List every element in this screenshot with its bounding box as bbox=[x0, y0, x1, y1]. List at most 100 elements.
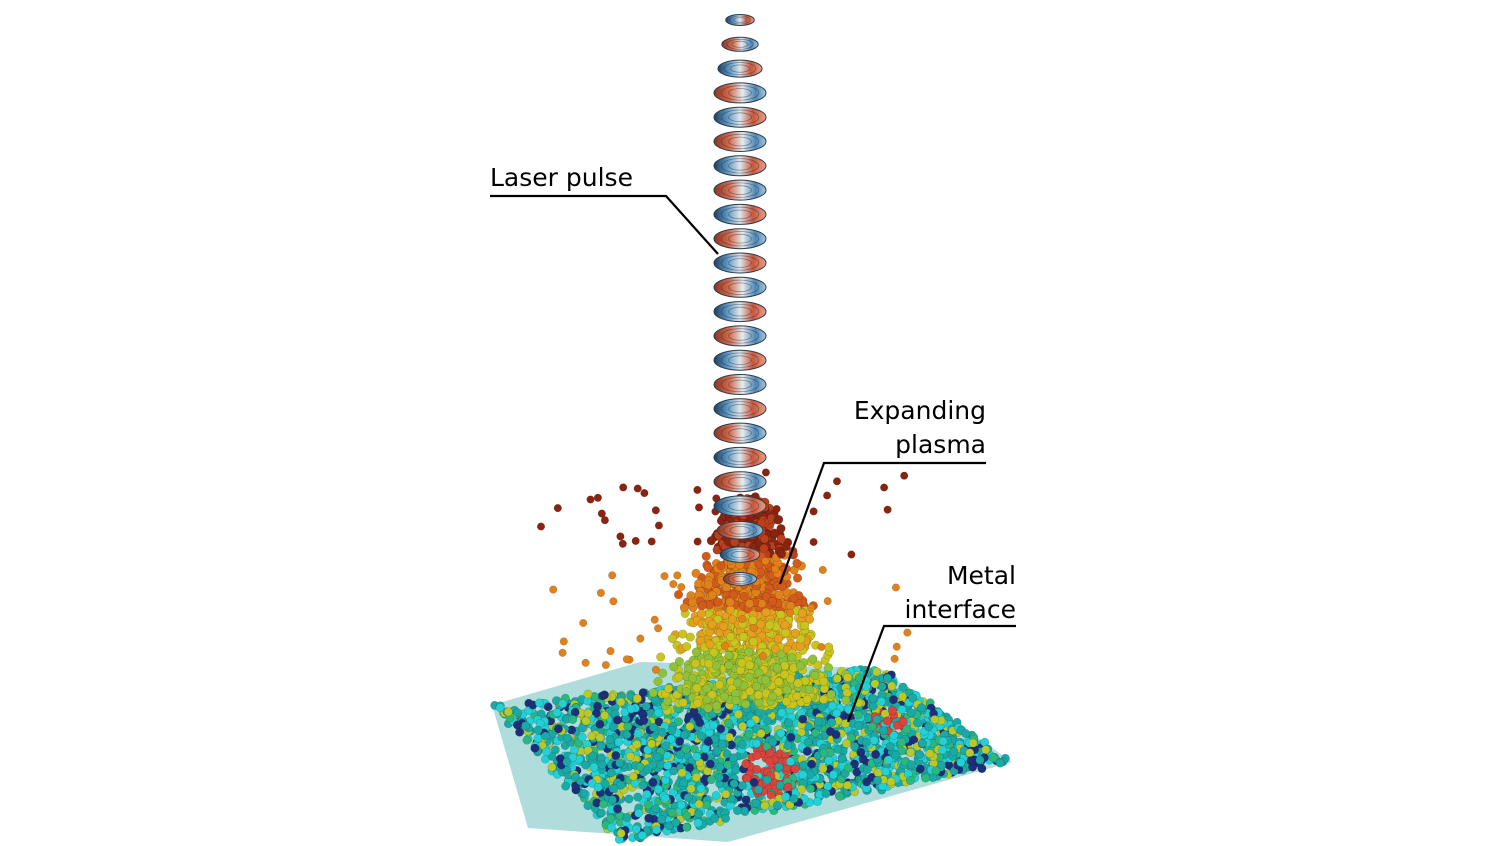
particle bbox=[786, 732, 796, 742]
particle bbox=[811, 728, 820, 738]
particle bbox=[821, 789, 831, 799]
particle bbox=[819, 748, 829, 758]
particle bbox=[938, 736, 948, 746]
particle bbox=[898, 717, 908, 727]
particle bbox=[579, 789, 589, 799]
particle bbox=[622, 813, 632, 822]
particle bbox=[626, 704, 636, 714]
particle bbox=[781, 628, 791, 638]
particle bbox=[917, 738, 927, 748]
particle bbox=[712, 701, 722, 711]
particle bbox=[694, 809, 704, 819]
particle bbox=[810, 670, 820, 680]
particle bbox=[729, 779, 739, 789]
particle bbox=[723, 718, 733, 728]
expanding-plasma-label-line2: plasma bbox=[895, 430, 986, 459]
particle bbox=[651, 804, 661, 814]
particle bbox=[682, 822, 692, 832]
particle bbox=[553, 504, 562, 513]
particle bbox=[624, 794, 634, 804]
particle bbox=[872, 667, 882, 677]
particle bbox=[597, 760, 607, 770]
particle bbox=[781, 696, 791, 707]
laser-disc-icon bbox=[713, 398, 767, 420]
metal-interface-label-line2: interface bbox=[905, 595, 1017, 624]
particle bbox=[714, 680, 725, 690]
particle bbox=[598, 691, 608, 701]
laser-pulse-leader-line bbox=[490, 194, 719, 255]
particle bbox=[650, 615, 659, 624]
particle bbox=[654, 784, 663, 794]
particle bbox=[871, 749, 881, 759]
particle bbox=[767, 596, 777, 606]
particle bbox=[647, 537, 656, 546]
particle bbox=[772, 663, 782, 673]
particle bbox=[503, 707, 513, 717]
particle bbox=[677, 583, 686, 592]
particle bbox=[771, 564, 780, 574]
particle bbox=[803, 737, 813, 747]
particle bbox=[847, 550, 856, 559]
particle bbox=[716, 724, 726, 734]
particle bbox=[819, 694, 829, 704]
particle bbox=[868, 693, 878, 703]
particle bbox=[737, 658, 747, 668]
particle bbox=[761, 556, 770, 566]
particle bbox=[696, 609, 706, 619]
particle bbox=[651, 665, 660, 674]
particle bbox=[667, 808, 677, 818]
particle bbox=[724, 650, 734, 660]
particle bbox=[891, 750, 901, 760]
particle bbox=[581, 658, 590, 667]
particle bbox=[749, 777, 759, 787]
particle bbox=[915, 764, 925, 774]
particle bbox=[694, 503, 704, 512]
particle bbox=[711, 661, 721, 671]
particle bbox=[705, 759, 715, 769]
particle bbox=[769, 528, 779, 538]
particle bbox=[876, 696, 886, 706]
particle bbox=[823, 781, 833, 791]
particle bbox=[824, 642, 834, 652]
particle bbox=[968, 738, 978, 748]
particle bbox=[615, 758, 625, 768]
particle bbox=[842, 739, 852, 748]
particle bbox=[977, 764, 987, 774]
particle bbox=[853, 710, 863, 720]
particle bbox=[733, 710, 743, 719]
particle bbox=[664, 683, 674, 694]
particle bbox=[606, 823, 616, 832]
particle bbox=[692, 683, 702, 693]
laser-disc-icon bbox=[713, 203, 767, 225]
particle bbox=[846, 733, 856, 743]
particle bbox=[586, 495, 595, 504]
particle bbox=[553, 724, 563, 734]
particle bbox=[988, 753, 998, 762]
particle bbox=[783, 782, 793, 792]
particle bbox=[748, 615, 758, 625]
particle bbox=[902, 724, 912, 734]
laser-disc-icon bbox=[713, 446, 767, 468]
laser-disc-icon bbox=[713, 82, 767, 104]
particle bbox=[886, 777, 896, 787]
particle bbox=[949, 747, 959, 756]
laser-disc-icon bbox=[713, 106, 767, 128]
particle bbox=[826, 689, 836, 699]
particle bbox=[843, 763, 853, 773]
particle bbox=[759, 543, 769, 553]
particle bbox=[692, 752, 702, 762]
particle bbox=[799, 760, 809, 770]
particle bbox=[745, 660, 755, 670]
particle bbox=[643, 765, 652, 775]
particle bbox=[777, 708, 787, 718]
particle bbox=[754, 785, 763, 795]
laser-disc-icon bbox=[717, 59, 763, 78]
particle bbox=[823, 597, 832, 606]
particle bbox=[938, 745, 948, 755]
particle bbox=[707, 619, 717, 629]
particle bbox=[733, 806, 742, 816]
particle bbox=[600, 711, 610, 721]
particle bbox=[701, 551, 711, 561]
particle bbox=[802, 694, 812, 704]
particle bbox=[752, 738, 762, 748]
